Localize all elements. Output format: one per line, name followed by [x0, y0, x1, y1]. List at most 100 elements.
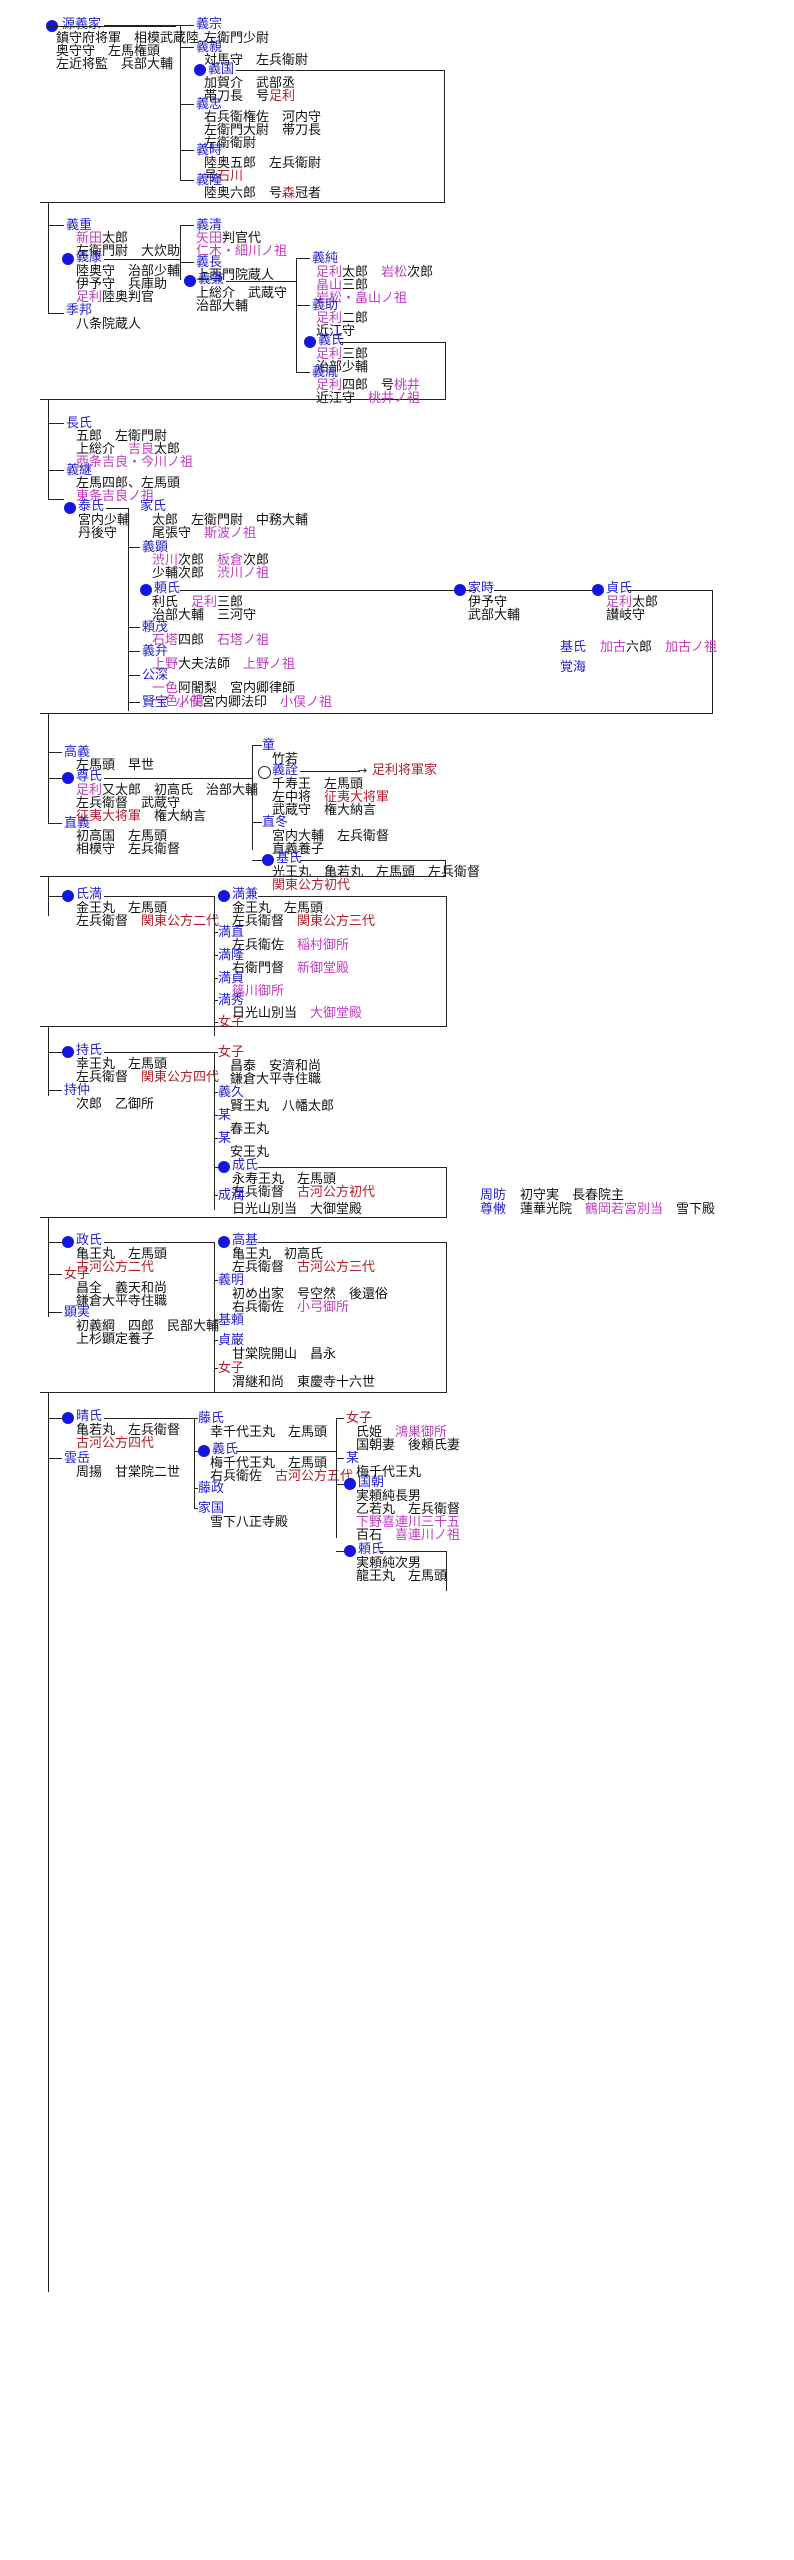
title-line: 金王丸 左馬頭	[76, 901, 168, 916]
title-line: 上西門院蔵人	[196, 268, 275, 283]
lineage-line	[296, 258, 297, 372]
person-motouji2[interactable]: 基氏	[276, 851, 303, 866]
person-bo1[interactable]: 某	[218, 1108, 232, 1123]
person-fujimasa[interactable]: 藤政	[198, 1481, 225, 1496]
person-takayoshi[interactable]: 高義	[64, 745, 91, 760]
person-takamoto[interactable]: 高基	[232, 1233, 259, 1248]
person-yoshihisa[interactable]: 義久	[218, 1085, 245, 1100]
person-haruuji[interactable]: 晴氏	[76, 1409, 103, 1424]
person-yoshiakira[interactable]: 義詮	[272, 763, 299, 778]
person-yoshitaka[interactable]: 義隆	[196, 173, 223, 188]
person-yoshichika[interactable]: 義親	[196, 40, 223, 55]
person-tadayoshi[interactable]: 直義	[64, 816, 91, 831]
person-kunitomo[interactable]: 国朝	[358, 1475, 385, 1490]
person-fujiuji[interactable]: 藤氏	[198, 1411, 225, 1426]
person-takauji[interactable]: 尊氏	[76, 769, 103, 784]
person-mitsusada[interactable]: 満貞	[218, 971, 245, 986]
title-line: 乙若丸 左兵衛督	[356, 1502, 461, 1517]
lineage-line	[48, 1458, 62, 1459]
person-mitsuhide[interactable]: 満秀	[218, 993, 245, 1008]
title-line: 昌全 義天和尚	[76, 1281, 168, 1296]
person-mochiuji[interactable]: 持氏	[76, 1043, 103, 1058]
lineage-line	[336, 1484, 344, 1485]
lineage-line	[252, 860, 262, 861]
person-yoshiuji8[interactable]: 義氏	[212, 1442, 239, 1457]
person-yoshishige[interactable]: 義重	[66, 218, 93, 233]
person-motouji[interactable]: 基氏	[560, 640, 587, 655]
family-head-marker	[198, 1445, 210, 1457]
person-yoshiyasu[interactable]: 義康	[76, 250, 103, 265]
person-yoshiaki[interactable]: 義顕	[142, 540, 169, 555]
person-yoshitoki[interactable]: 義時	[196, 143, 223, 158]
title-line: 左兵衛督 関東公方二代	[76, 914, 220, 929]
person-yorishige[interactable]: 頼茂	[142, 620, 169, 635]
person-yoshikuni[interactable]: 義国	[208, 62, 235, 77]
title-line: 足利二郎	[316, 311, 369, 326]
person-yoshikane[interactable]: 義兼	[198, 272, 225, 287]
person-teiken[interactable]: 貞巌	[218, 1333, 245, 1348]
title-line: 左兵衛督 古河公方初代	[232, 1185, 376, 1200]
person-bo2[interactable]: 某	[218, 1131, 232, 1146]
person-kojin[interactable]: 公深	[142, 668, 169, 683]
lineage-line	[446, 1167, 447, 1217]
person-mitsunao[interactable]: 満直	[218, 925, 245, 940]
title-line: 鎌倉大平寺住職	[76, 1294, 168, 1309]
person-yoshikiyo[interactable]: 義清	[196, 218, 223, 233]
title-line: 永寿王丸 左馬頭	[232, 1172, 337, 1187]
person-yoshitada[interactable]: 義忠	[196, 97, 223, 112]
person-sonkan[interactable]: 尊敒	[480, 1202, 507, 1217]
title-line: 一色阿闍梨 宮内卿律師	[152, 681, 296, 696]
lineage-line	[194, 1451, 198, 1452]
person-kakukai[interactable]: 覚海	[560, 660, 587, 675]
branch-line	[180, 225, 194, 226]
person-yoshisuke[interactable]: 義助	[312, 298, 339, 313]
title-line: 近江守 桃井ノ祖	[316, 391, 421, 406]
family-head-marker	[62, 1046, 74, 1058]
person-yoshimune[interactable]: 義宗	[196, 17, 223, 32]
person-bo8[interactable]: 某	[346, 1451, 360, 1466]
person-iekuni[interactable]: 家国	[198, 1501, 225, 1516]
branch-line	[180, 104, 194, 105]
person-sadauji[interactable]: 貞氏	[606, 581, 633, 596]
person-ungaku[interactable]: 雲岳	[64, 1451, 91, 1466]
title-line: 鎌倉大平寺住職	[230, 1072, 322, 1087]
person-yoshiie[interactable]: 源義家	[62, 17, 102, 32]
person-mitsuru[interactable]: 童	[262, 738, 276, 753]
person-yoriuji[interactable]: 頼氏	[154, 581, 181, 596]
person-tadafuyu[interactable]: 直冬	[262, 815, 289, 830]
person-ujimitsu[interactable]: 氏満	[76, 887, 103, 902]
branch-line	[180, 180, 194, 181]
branch-line	[48, 470, 64, 471]
person-nagauji[interactable]: 長氏	[66, 416, 93, 431]
person-suekuni[interactable]: 季邦	[66, 303, 93, 318]
person-akisada[interactable]: 顕実	[64, 1305, 91, 1320]
person-shuin[interactable]: 周昉	[480, 1188, 507, 1203]
person-yoshinaga[interactable]: 義長	[196, 255, 223, 270]
person-yoriuji8[interactable]: 頼氏	[358, 1542, 385, 1557]
person-mitsutaka[interactable]: 満隆	[218, 948, 245, 963]
person-yoshiuji[interactable]: 義氏	[318, 333, 345, 348]
person-yoshizumi[interactable]: 義純	[312, 251, 339, 266]
lineage-line	[252, 745, 253, 850]
person-mochinaka[interactable]: 持仲	[64, 1083, 91, 1098]
title-line: 安王丸	[230, 1145, 270, 1160]
lineage-line	[48, 778, 62, 779]
person-yasuuji[interactable]: 泰氏	[78, 499, 105, 514]
person-kenbo[interactable]: 賢宝	[142, 695, 169, 710]
person-gibe[interactable]: 義弁	[142, 644, 169, 659]
title-line: 讃岐守	[606, 608, 646, 623]
person-masauji[interactable]: 政氏	[76, 1233, 103, 1248]
title-line: 鎮守府将軍 相模武蔵陸	[56, 31, 200, 46]
person-yoshitsugu[interactable]: 義継	[66, 463, 93, 478]
person-motoyori[interactable]: 基頼	[218, 1313, 245, 1328]
person-yoshiaki[interactable]: 義明	[218, 1273, 245, 1288]
family-head-marker	[262, 854, 274, 866]
person-shigeuji2[interactable]: 成潤	[218, 1188, 245, 1203]
person-ieuji[interactable]: 家氏	[140, 499, 167, 514]
person-mitsukane[interactable]: 満兼	[232, 887, 259, 902]
person-yoshitane[interactable]: 義胤	[312, 365, 339, 380]
person-shigeuji[interactable]: 成氏	[232, 1158, 259, 1173]
lineage-line	[48, 1312, 62, 1313]
lineage-line	[226, 281, 296, 282]
person-ietoki[interactable]: 家時	[468, 581, 495, 596]
